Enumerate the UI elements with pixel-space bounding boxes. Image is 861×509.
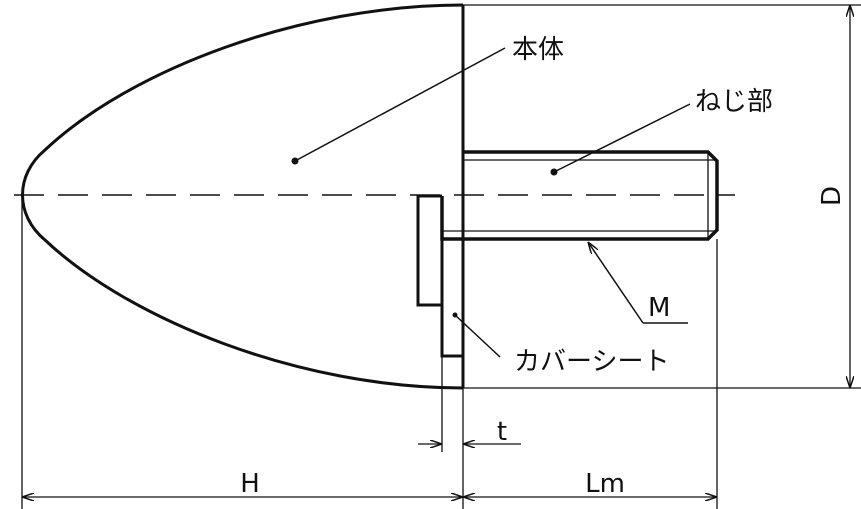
label-thread-size: M bbox=[648, 293, 670, 323]
body-outline bbox=[21, 3, 464, 390]
label-t: t bbox=[497, 417, 507, 447]
label-H: H bbox=[240, 469, 260, 499]
label-thread: ねじ部 bbox=[695, 87, 773, 117]
label-D: D bbox=[817, 186, 847, 206]
label-cover-sheet: カバーシート bbox=[514, 347, 669, 377]
label-Lm: Lm bbox=[585, 469, 625, 499]
label-body: 本体 bbox=[512, 35, 564, 65]
